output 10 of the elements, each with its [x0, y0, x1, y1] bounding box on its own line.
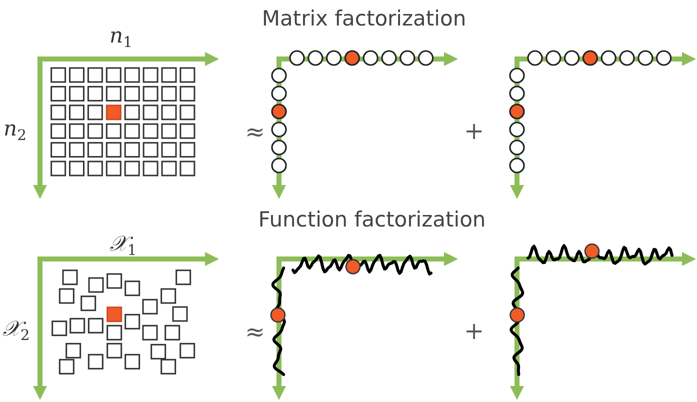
approx-symbol: ≈ — [244, 120, 266, 144]
section-heading: Matrix factorization — [262, 8, 466, 30]
plus-symbol: + — [464, 319, 484, 343]
axis-label: 𝒳$_{2}$ — [2, 318, 30, 340]
plus-symbol: + — [464, 119, 484, 143]
approx-symbol: ≈ — [244, 320, 266, 344]
axis-label: n$_{2}$ — [4, 118, 26, 140]
axis-label: n$_{1}$ — [110, 26, 132, 46]
axis-label: 𝒳$_{1}$ — [109, 234, 137, 254]
section-heading: Function factorization — [258, 210, 486, 230]
